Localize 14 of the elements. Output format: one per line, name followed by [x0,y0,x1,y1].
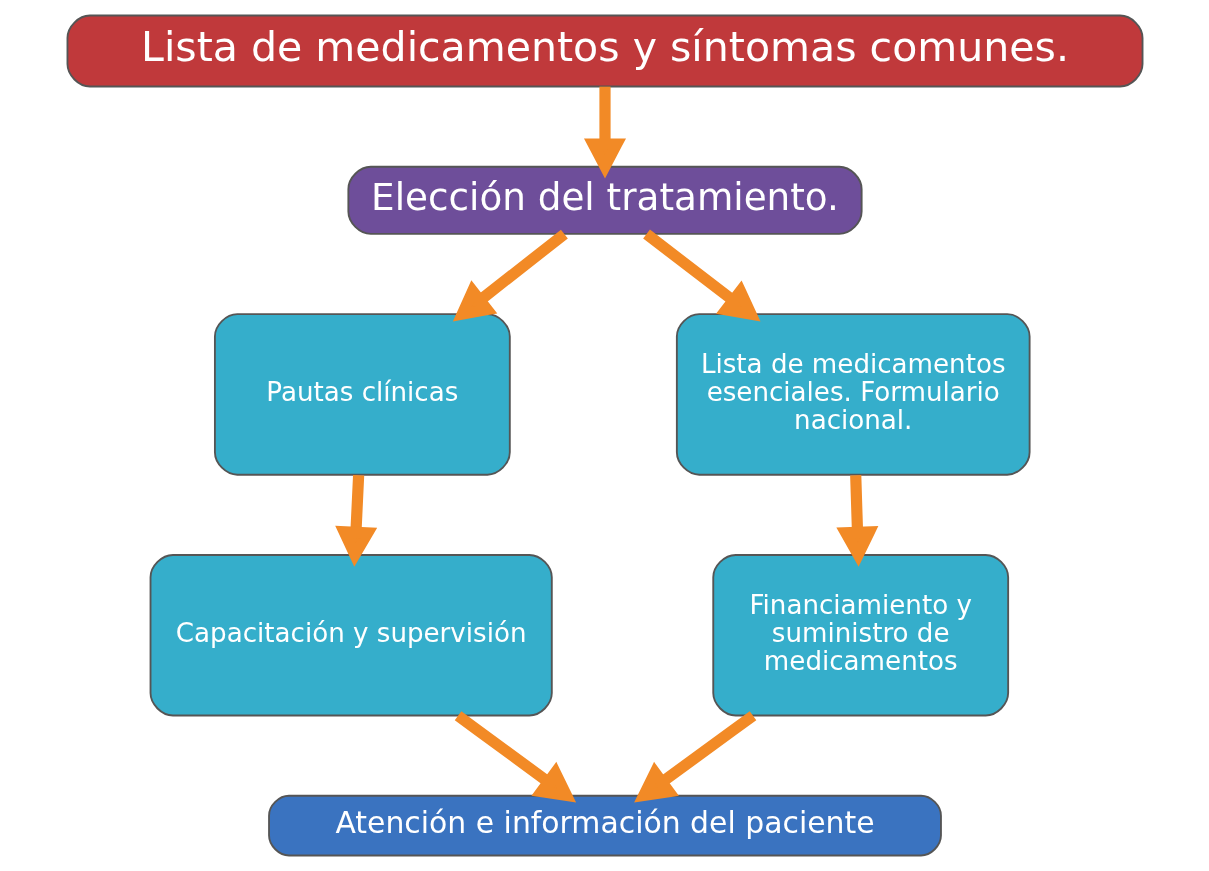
arrow [835,475,878,567]
node-box: Elección del tratamiento. [346,165,863,235]
arrow [583,86,626,179]
arrow [642,229,761,322]
node-box: Capacitación y supervisión [149,554,553,717]
node-box: Financiamiento y suministro de medicamentos [711,554,1009,717]
node-box: Lista de medicamentos esenciales. Formulario nacional. [675,313,1031,476]
arrow [334,474,377,567]
node-box: Atención e información del paciente [267,794,942,857]
arrow [452,229,568,322]
arrow [633,711,756,803]
arrow [454,711,576,803]
node-box: Lista de medicamentos y síntomas comunes. [66,14,1143,88]
node-box: Pautas clínicas [213,313,511,476]
